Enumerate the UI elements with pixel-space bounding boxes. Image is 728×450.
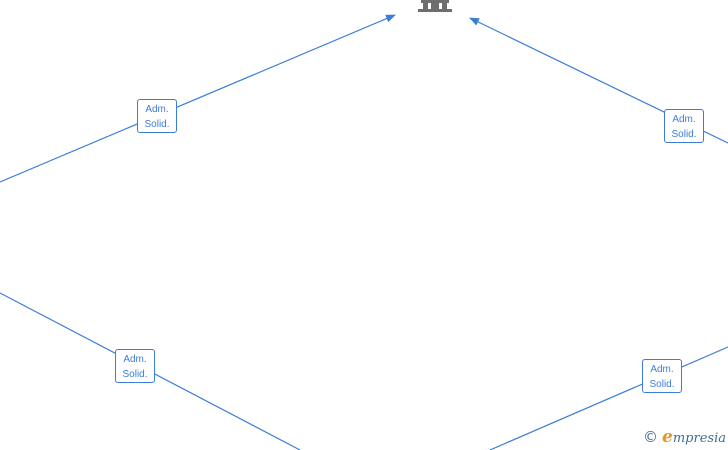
edge-label-upper-left[interactable]: Adm. Solid. (137, 99, 177, 133)
empresia-watermark: © empresia (643, 427, 726, 447)
edge-label-upper-right[interactable]: Adm. Solid. (664, 109, 704, 143)
edge-label-line1: Adm. (123, 354, 147, 365)
brand-initial: e (662, 427, 673, 447)
brand-logo: empresia (662, 427, 726, 447)
edge-label-line1: Adm. (650, 364, 674, 375)
edge-upper-left-line (0, 14, 396, 183)
edge-label-line1: Adm. (672, 114, 696, 125)
edge-label-line1: Adm. (145, 104, 169, 115)
edge-label-line2: Solid. (144, 119, 170, 130)
edge-label-line2: Solid. (122, 369, 148, 380)
edge-lower-right-line (489, 346, 728, 450)
building-icon[interactable] (418, 0, 452, 12)
copyright-icon: © (643, 428, 659, 446)
edge-label-lower-left[interactable]: Adm. Solid. (115, 349, 155, 383)
edge-label-line2: Solid. (649, 379, 675, 390)
brand-rest: mpresia (672, 431, 726, 446)
edge-label-lower-right[interactable]: Adm. Solid. (642, 359, 682, 393)
edge-label-line2: Solid. (671, 129, 697, 140)
